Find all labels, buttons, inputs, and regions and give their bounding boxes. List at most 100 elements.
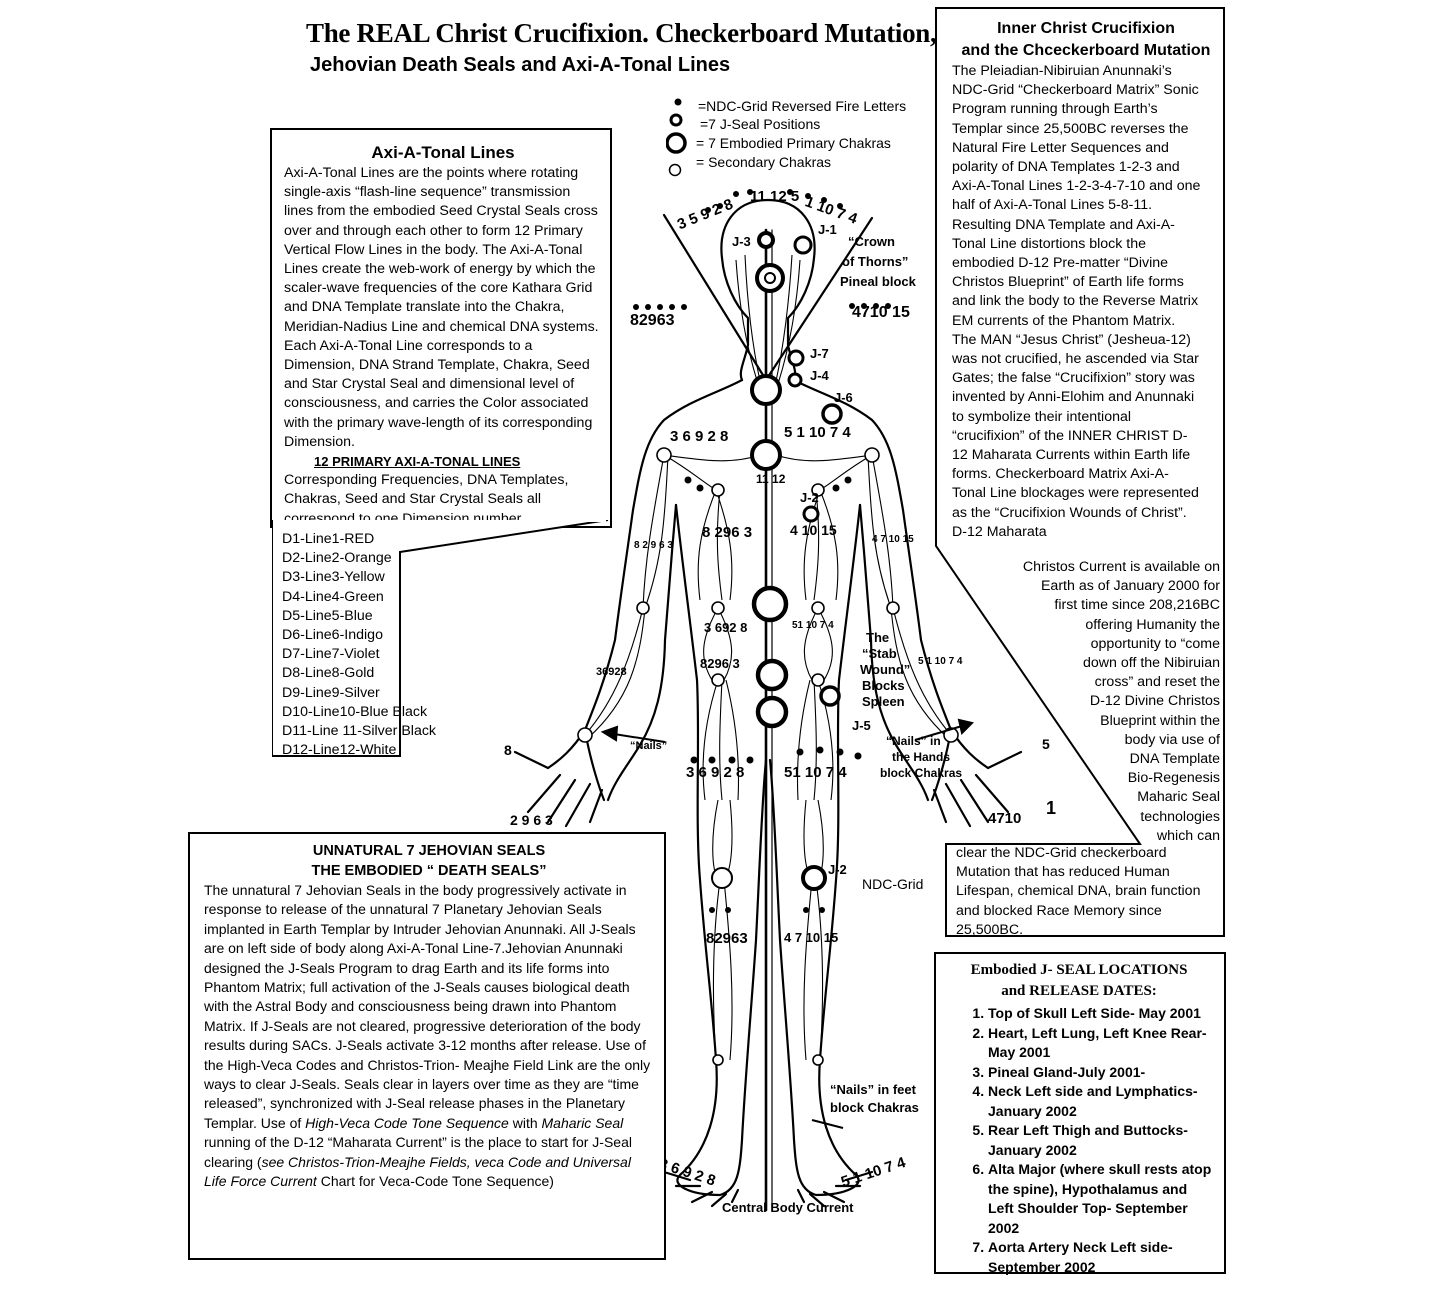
chakra-crown (757, 231, 775, 249)
jehovian-seals-box: UNNATURAL 7 JEHOVIAN SEALS THE EMBODIED … (188, 832, 666, 1260)
label-j4: J-4 (810, 368, 829, 383)
seals-heading-2: THE EMBODIED “ DEATH SEALS” (311, 863, 547, 879)
jseal-heading-2: and RELEASE DATES: (1001, 983, 1157, 999)
jseal-j6 (821, 403, 843, 425)
legend-label-jseal: =7 J-Seal Positions (700, 116, 821, 132)
axi-line-item: D9-Line9-Silver (282, 684, 380, 701)
label-nails-feet-2: block Chakras (830, 1100, 919, 1115)
ring-icon (669, 113, 683, 127)
inner-tail-line: down off the Nibiruian (1083, 655, 1220, 672)
jseal-j2-heart (802, 505, 820, 523)
inner-tail-line: cross” and reset the (1094, 674, 1220, 691)
num-hip-left: 8296 3 (700, 656, 740, 671)
jseal-locations-box: Embodied J- SEAL LOCATIONS and RELEASE D… (934, 952, 1226, 1277)
jseal-list-item: Aorta Artery Neck Left side- September 2… (988, 1238, 1216, 1277)
small-dot-icon (674, 98, 682, 106)
jseal-heading-1: Embodied J- SEAL LOCATIONS (970, 962, 1188, 978)
label-ndc-grid: NDC-Grid (862, 876, 924, 892)
axi-line-item: D8-Line8-Gold (282, 665, 375, 682)
num-forearm-left: 36928 (596, 666, 627, 678)
jseal-list: Top of Skull Left Side- May 2001 Heart, … (942, 1004, 1216, 1277)
open-circle-icon (668, 163, 682, 177)
label-stab-5: Spleen (862, 694, 905, 709)
axi-line-item: D6-Line6-Indigo (282, 627, 383, 644)
inner-tail-line: Maharic Seal (1137, 789, 1220, 806)
jseal-spleen (819, 685, 841, 707)
label-j6: J-6 (834, 390, 853, 405)
num-arm-right: 4 7 10 15 (872, 534, 914, 545)
inner-tail-line: opportunity to “come (1090, 635, 1220, 652)
legend-label-fire-letters: =NDC-Grid Reversed Fire Letters (698, 98, 907, 114)
label-j5: J-5 (852, 718, 871, 733)
inner-heading-1: Inner Christ Crucifixion (997, 20, 1175, 37)
label-crown-2: of Thorns” (842, 254, 909, 269)
inner-heading-2: and the Chceckerboard Mutation (961, 42, 1211, 59)
num-forearm-right: 5 1 10 7 4 (918, 656, 963, 667)
label-nails-left: “Nails” (630, 740, 668, 752)
legend: =NDC-Grid Reversed Fire Letters =7 J-Sea… (666, 96, 936, 182)
jseal-list-item: Rear Left Thigh and Buttocks- January 20… (988, 1121, 1216, 1160)
num-top-mid: 11 12 5 (750, 188, 800, 205)
label-stab-4: Blocks (862, 678, 905, 693)
axi-line-list: D1-Line1-RED D2-Line2-Orange D3-Line3-Ye… (282, 530, 502, 760)
axi-line-item: D4-Line4-Green (282, 588, 384, 605)
inner-tail-line: D-12 Divine Christos (1089, 693, 1220, 710)
label-nails-hands-2: the Hands (892, 750, 951, 764)
num-knee-left: 82963 (706, 930, 748, 947)
axi-line-item: D1-Line1-RED (282, 531, 375, 547)
num-head-left: 82963 (630, 312, 675, 329)
label-nails-hands-1: “Nails” in (886, 734, 941, 748)
axi-a-tonal-box: Axi-A-Tonal Lines Axi-A-Tonal Lines are … (270, 128, 612, 528)
num-shoulder-right: 5 1 10 7 4 (784, 424, 851, 441)
inner-tail-line: first time since 208,216BC (1054, 597, 1220, 614)
jseal-list-item: Top of Skull Left Side- May 2001 (988, 1004, 1216, 1024)
inner-tail-line: technologies (1140, 808, 1220, 825)
inner-tail-line: which can (1156, 827, 1220, 844)
label-nails-feet-1: “Nails” in feet (830, 1082, 916, 1097)
axi-line-item: D5-Line5-Blue (282, 607, 373, 624)
label-j2-heart: J-2 (800, 490, 819, 505)
num-hand-right-fingers: 4710 (988, 810, 1022, 827)
jseal-list-item: Heart, Left Lung, Left Knee Rear- May 20… (988, 1024, 1216, 1063)
jseal-list-item: Neck Left side and Lymphatics- January 2… (988, 1082, 1216, 1121)
label-central-body-current: Central Body Current (722, 1200, 854, 1215)
axi-line-item: D11-Line 11-Silver Black (282, 723, 437, 740)
legend-icons (666, 98, 687, 177)
label-nails-hands-3: block Chakras (880, 766, 963, 780)
inner-christ-box: Inner Christ Crucifixion and the Chcecke… (948, 18, 1224, 542)
axi-line-item: D12-Line12-White (282, 742, 397, 759)
num-chest-left: 8 296 3 (702, 524, 753, 541)
jseal-list-item: Pineal Gland-July 2001- (988, 1063, 1216, 1083)
label-stab-3: Wound” (860, 662, 911, 677)
chakra-sacral (755, 658, 789, 692)
inner-tail-line: DNA Template (1129, 751, 1220, 768)
axi-heading: Axi-A-Tonal Lines (371, 143, 515, 162)
page-subtitle: Jehovian Death Seals and Axi-A-Tonal Lin… (310, 54, 731, 76)
inner-tail-line: offering Humanity the (1085, 616, 1220, 633)
inner-tail: Christos Current is available on Earth a… (960, 558, 1220, 846)
axi-line-item: D2-Line2-Orange (282, 550, 392, 567)
label-stab-1: The (866, 630, 890, 645)
num-shoulder-left: 3 6 9 2 8 (670, 428, 729, 445)
seals-text: The unnatural 7 Jehovian Seals in the bo… (204, 882, 651, 1131)
label-stab-2: “Stab (862, 646, 897, 661)
inner-paragraph: The Pleiadian-Nibiruian Anunnaki’s NDC-G… (952, 63, 1201, 540)
jseal-j7 (787, 349, 805, 367)
num-chest-right: 4 10 15 (790, 522, 837, 538)
chakra-root (755, 695, 789, 729)
num-hand-right-5: 5 (1042, 736, 1050, 752)
num-arm-left: 8 2 9 6 3 (634, 540, 673, 551)
num-belly-right: 51 10 7 4 (792, 620, 834, 631)
legend-label-primary-chakras: = 7 Embodied Primary Chakras (696, 135, 891, 151)
inner-tail-line: Earth as of January 2000 for (1040, 578, 1220, 595)
label-crown-3: Pineal block (840, 274, 916, 289)
label-crown-1: “Crown (848, 234, 895, 249)
seals-heading-1: UNNATURAL 7 JEHOVIAN SEALS (312, 843, 546, 859)
chakra-throat (750, 374, 782, 406)
chakra-heart (750, 439, 782, 471)
num-thigh-left: 3 6 9 2 8 (686, 764, 745, 781)
label-j7: J-7 (810, 346, 829, 361)
inner-tail-line: body via use of (1124, 731, 1220, 748)
seals-text: running of the D-12 “Maharata Current” i… (204, 1134, 632, 1170)
num-thigh-right: 51 10 7 4 (784, 764, 847, 781)
